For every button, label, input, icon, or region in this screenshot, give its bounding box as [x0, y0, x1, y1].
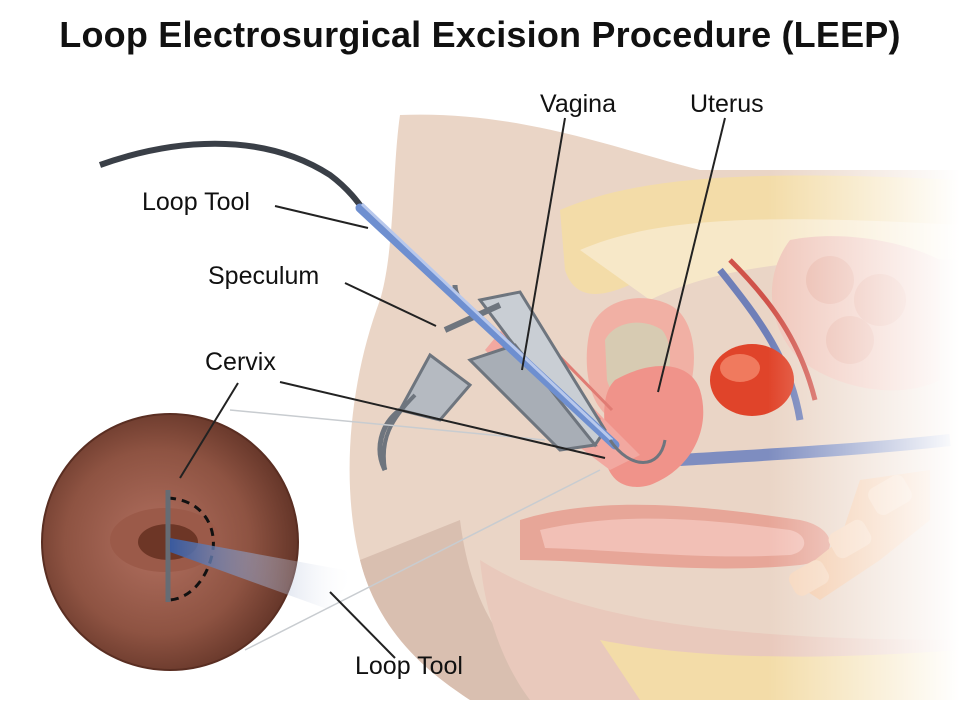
inset-connector-bottom [244, 469, 601, 651]
label-cervix: Cervix [205, 348, 276, 376]
leader-loop-tool-top [274, 205, 369, 229]
label-speculum: Speculum [208, 262, 320, 290]
leader-cervix-inset [179, 382, 239, 479]
label-uterus: Uterus [690, 90, 764, 118]
leader-vagina [521, 117, 566, 371]
label-loop-tool-bottom: Loop Tool [355, 652, 463, 680]
inset-loop-tool [170, 538, 355, 610]
diagram-title: Loop Electrosurgical Excision Procedure … [59, 14, 901, 55]
leader-cervix-main [279, 381, 606, 459]
leader-loop-tool-bottom [329, 591, 396, 659]
label-loop-tool-top: Loop Tool [142, 188, 250, 216]
loop-tool-wire [608, 439, 667, 464]
inset-connector-top [229, 409, 546, 441]
label-vagina: Vagina [540, 90, 616, 118]
cervix-inset-ring [41, 413, 299, 671]
loop-tool-handle [355, 203, 620, 450]
leader-speculum [344, 282, 437, 327]
loop-tool-handle-shine [360, 202, 614, 442]
loop-tool-cord [98, 140, 368, 214]
excision-outline [167, 496, 215, 602]
leader-uterus [657, 117, 726, 393]
